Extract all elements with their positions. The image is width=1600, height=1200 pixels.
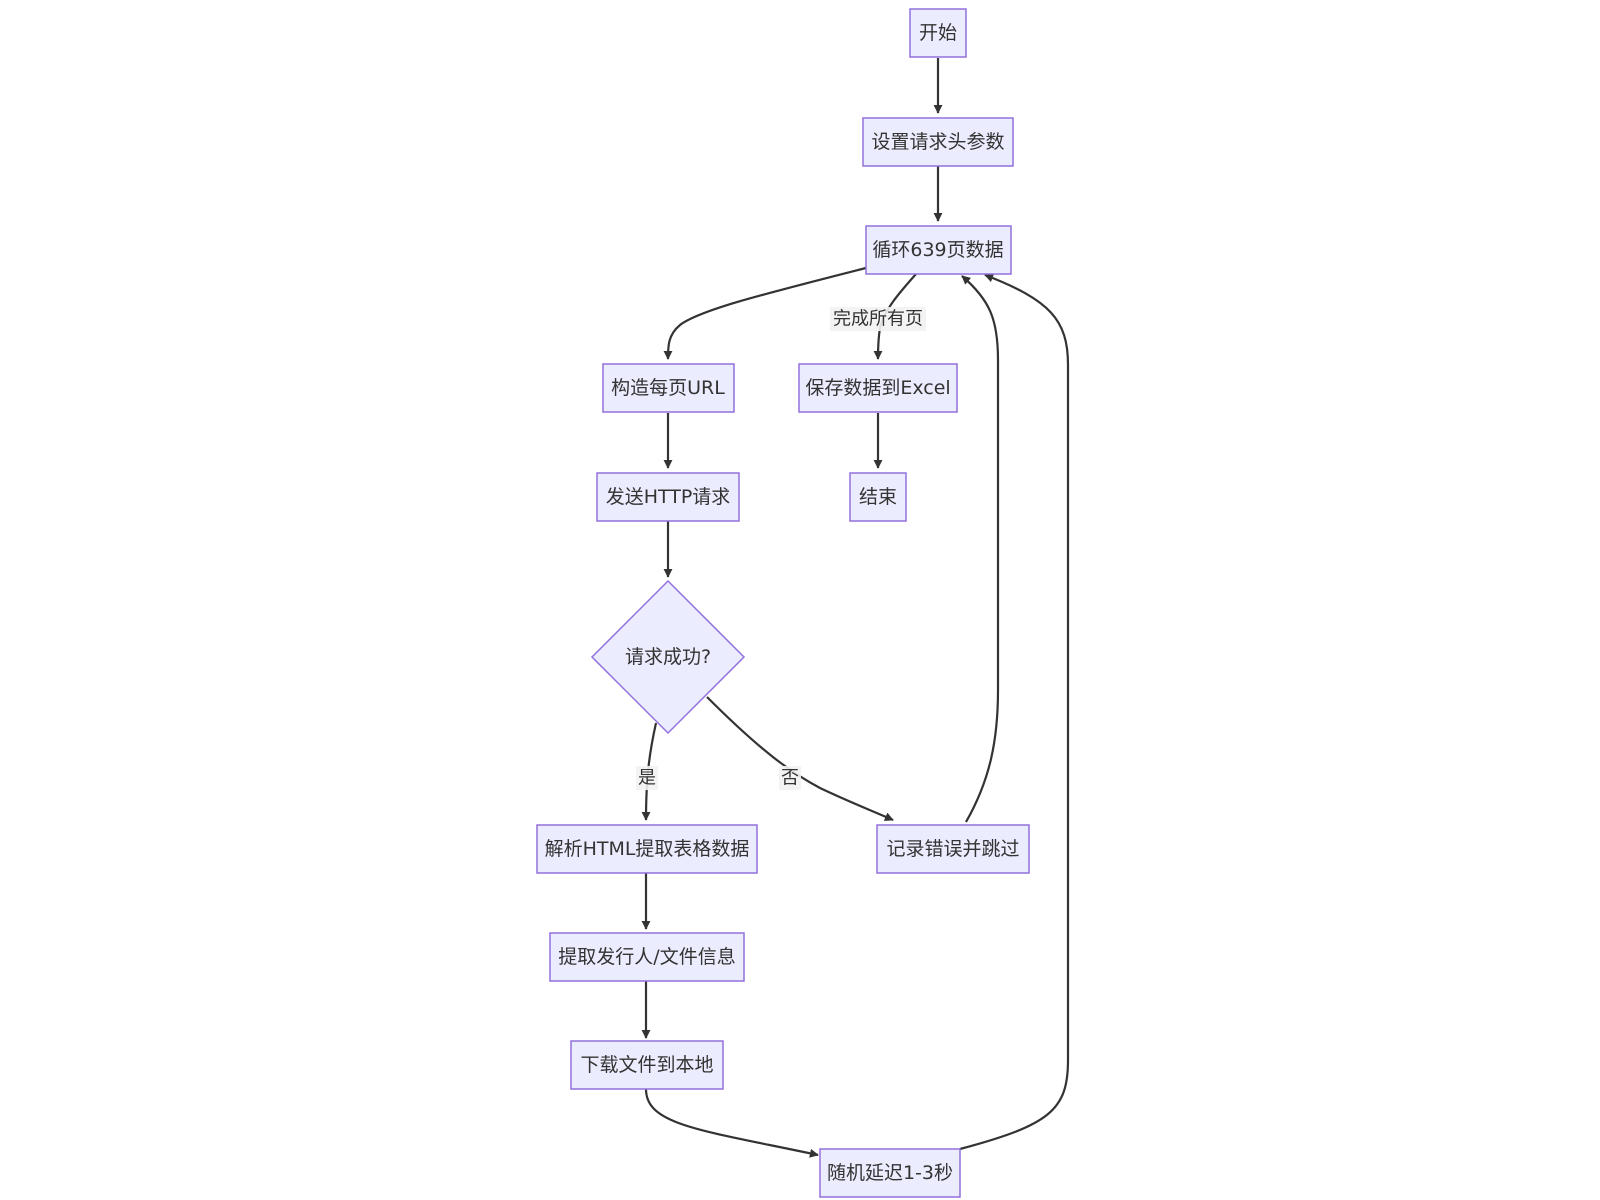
node-decision-success-label: 请求成功? bbox=[625, 646, 711, 668]
node-start[interactable]: 开始 bbox=[909, 8, 967, 58]
edge-log-to-loop bbox=[961, 275, 1000, 823]
node-loop-pages-label: 循环639页数据 bbox=[872, 239, 1003, 261]
node-build-url[interactable]: 构造每页URL bbox=[602, 363, 735, 413]
edge-loop-to-url bbox=[663, 266, 867, 360]
node-set-headers[interactable]: 设置请求头参数 bbox=[862, 117, 1014, 167]
edge-decision-to-log bbox=[706, 696, 894, 822]
node-random-delay-label: 随机延迟1-3秒 bbox=[827, 1162, 953, 1184]
edges bbox=[641, 58, 1070, 1158]
edge-delay-to-loop bbox=[959, 273, 1070, 1151]
edge-labels: 完成所有页 是 否 bbox=[636, 307, 926, 790]
node-parse-html[interactable]: 解析HTML提取表格数据 bbox=[536, 824, 758, 874]
node-download-file-label: 下载文件到本地 bbox=[580, 1054, 713, 1076]
node-start-label: 开始 bbox=[919, 22, 957, 44]
node-save-excel[interactable]: 保存数据到Excel bbox=[798, 363, 958, 413]
node-extract-info-label: 提取发行人/文件信息 bbox=[558, 946, 735, 968]
node-end-label: 结束 bbox=[859, 486, 897, 508]
node-send-http-label: 发送HTTP请求 bbox=[606, 486, 731, 508]
node-decision-success[interactable]: 请求成功? bbox=[590, 579, 746, 735]
node-random-delay[interactable]: 随机延迟1-3秒 bbox=[819, 1148, 961, 1198]
node-set-headers-label: 设置请求头参数 bbox=[871, 131, 1004, 153]
node-extract-info[interactable]: 提取发行人/文件信息 bbox=[549, 932, 745, 982]
node-save-excel-label: 保存数据到Excel bbox=[805, 377, 950, 399]
nodes: 开始 设置请求头参数 循环639页数据 构造每页URL 保存数据到Excel 发… bbox=[536, 8, 1030, 1198]
edge-decision-to-parse bbox=[641, 722, 658, 821]
node-send-http[interactable]: 发送HTTP请求 bbox=[596, 472, 740, 522]
node-log-error[interactable]: 记录错误并跳过 bbox=[876, 824, 1030, 874]
node-parse-html-label: 解析HTML提取表格数据 bbox=[545, 838, 750, 860]
node-log-error-label: 记录错误并跳过 bbox=[886, 838, 1019, 860]
edge-label-yes: 是 bbox=[638, 768, 656, 789]
node-download-file[interactable]: 下载文件到本地 bbox=[570, 1040, 724, 1090]
edge-label-done-all: 完成所有页 bbox=[833, 309, 923, 330]
edge-download-to-delay bbox=[644, 1088, 819, 1158]
node-loop-pages[interactable]: 循环639页数据 bbox=[865, 225, 1012, 275]
node-build-url-label: 构造每页URL bbox=[611, 377, 725, 399]
node-end[interactable]: 结束 bbox=[849, 472, 907, 522]
edge-label-no: 否 bbox=[781, 768, 799, 789]
